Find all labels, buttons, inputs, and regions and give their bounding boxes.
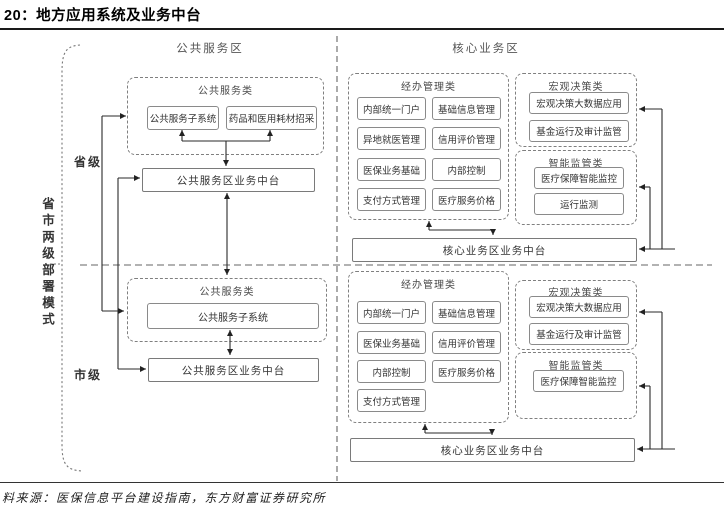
deployment-bracket <box>61 44 83 472</box>
city-handling-item: 基础信息管理 <box>432 301 501 324</box>
province-drug-procurement-box: 药品和医用耗材招采 <box>226 106 317 130</box>
city-handling-item: 内部控制 <box>357 360 426 383</box>
city-handling-item: 医保业务基础 <box>357 331 426 354</box>
province-handling-item: 异地就医管理 <box>357 127 426 150</box>
province-smart-class-title: 智能监管类 <box>548 159 604 170</box>
province-handling-item: 内部控制 <box>432 158 501 181</box>
province-smart-item: 医疗保障智能监控 <box>534 167 624 189</box>
province-level-label: 省级 <box>74 155 103 169</box>
city-smart-item: 医疗保障智能监控 <box>533 370 624 392</box>
city-smart-class-title: 智能监管类 <box>548 361 604 372</box>
province-handling-item: 医保业务基础 <box>357 158 426 181</box>
province-macro-item: 基金运行及审计监管 <box>529 120 629 142</box>
city-handling-class-container: 经办管理类 <box>348 271 509 423</box>
source-note: 料来源：医保信息平台建设指南，东方财富证券研究所 <box>2 491 327 505</box>
city-public-service-class-container: 公共服务类 <box>127 278 327 342</box>
province-handling-item: 医疗服务价格 <box>432 188 501 211</box>
province-smart-class-container: 智能监管类 <box>515 150 637 225</box>
province-handling-item: 基础信息管理 <box>432 97 501 120</box>
province-handling-item: 支付方式管理 <box>357 188 426 211</box>
province-smart-item: 运行监测 <box>534 193 624 215</box>
zone-header-core: 核心业务区 <box>452 43 520 55</box>
province-macro-class-container: 宏观决策类 <box>515 73 637 147</box>
province-public-midplatform-box: 公共服务区业务中台 <box>142 168 315 192</box>
figure-title: 20：地方应用系统及业务中台 <box>4 8 202 24</box>
city-smart-class-container: 智能监管类 <box>515 352 637 419</box>
city-handling-item: 内部统一门户 <box>357 301 426 324</box>
bottom-rule <box>0 482 724 483</box>
city-macro-item: 基金运行及审计监管 <box>529 323 629 345</box>
city-public-service-class-title: 公共服务类 <box>199 287 255 298</box>
city-public-midplatform-box: 公共服务区业务中台 <box>148 358 319 382</box>
city-handling-item: 支付方式管理 <box>357 389 426 412</box>
province-macro-item: 宏观决策大数据应用 <box>529 92 629 114</box>
province-handling-class-container: 经办管理类 <box>348 73 509 220</box>
city-level-label: 市级 <box>74 368 103 382</box>
city-handling-item: 信用评价管理 <box>432 331 501 354</box>
province-public-service-subsystem-box: 公共服务子系统 <box>147 106 219 130</box>
deployment-mode-label: 省市两级部署模式 <box>40 197 54 329</box>
province-handling-item: 内部统一门户 <box>357 97 426 120</box>
zone-header-public: 公共服务区 <box>176 43 244 55</box>
city-handling-class-title: 经办管理类 <box>401 280 456 291</box>
city-macro-class-title: 宏观决策类 <box>548 288 604 299</box>
province-public-service-class-title: 公共服务类 <box>198 86 253 97</box>
top-rule <box>0 28 724 30</box>
city-handling-item: 医疗服务价格 <box>432 360 501 383</box>
city-macro-item: 宏观决策大数据应用 <box>529 296 629 318</box>
city-macro-class-container: 宏观决策类 <box>515 280 637 350</box>
province-handling-item: 信用评价管理 <box>432 127 501 150</box>
city-core-midplatform-box: 核心业务区业务中台 <box>350 438 635 462</box>
province-macro-class-title: 宏观决策类 <box>548 82 604 93</box>
city-public-service-subsystem-box: 公共服务子系统 <box>147 303 319 329</box>
province-core-midplatform-box: 核心业务区业务中台 <box>352 238 637 262</box>
province-handling-class-title: 经办管理类 <box>401 82 456 93</box>
